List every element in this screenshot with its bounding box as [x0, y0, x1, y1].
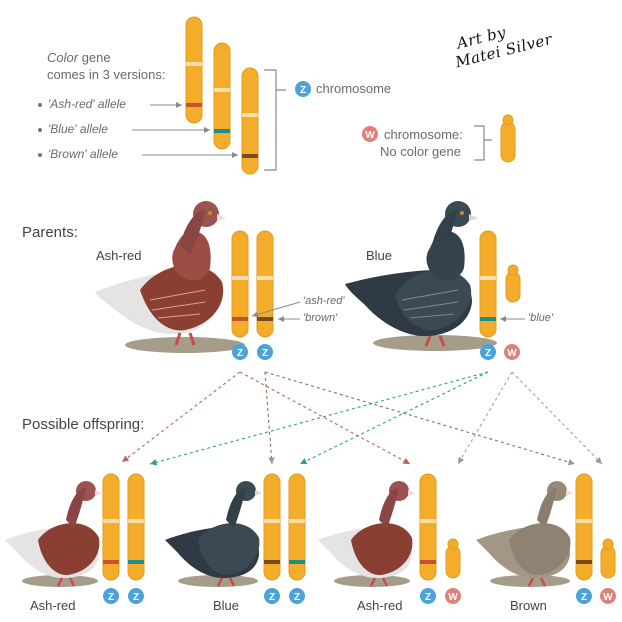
offspring-4-name: Brown — [510, 598, 547, 613]
offspring-2-chromosomes — [263, 473, 306, 581]
offspring-4-badge-2 — [600, 588, 616, 604]
offspring-1-letter-1: Z — [108, 592, 114, 603]
offspring-4-badge-1 — [576, 588, 592, 604]
legend-intro-rest: gene — [78, 50, 111, 65]
inheritance-arrows — [121, 371, 603, 466]
offspring-heading: Possible offspring: — [22, 416, 145, 433]
parent-blue-w-letter: W — [507, 348, 517, 359]
allele-label-brown: 'Brown' allele — [48, 147, 118, 161]
legend-z-label: chromosome — [316, 81, 392, 96]
offspring-3-name: Ash-red — [357, 598, 403, 613]
parent-blue-allele-label: 'blue' — [528, 312, 553, 324]
offspring-3-letter-2: W — [448, 592, 458, 603]
legend-w-label: chromosome: No color gene — [380, 126, 463, 160]
allele-bullet-1 — [38, 103, 42, 107]
legend-w-badge — [362, 126, 378, 142]
offspring-1-pigeon — [5, 481, 102, 587]
legend-chromosome-ash-red — [185, 16, 203, 124]
parent-ash-red-z-letter-2: Z — [262, 348, 268, 359]
legend-intro: Color gene comes in 3 versions: — [47, 49, 166, 83]
offspring-4-letter-2: W — [603, 592, 613, 603]
parent-ash-red-z-letter-1: Z — [237, 348, 243, 359]
offspring-2-pigeon — [165, 481, 262, 587]
offspring-4-pigeon — [476, 481, 573, 587]
allele-label-ash-red: 'Ash-red' allele — [48, 97, 126, 111]
legend-w-letter: W — [365, 130, 375, 141]
offspring-1-chromosomes — [102, 473, 145, 581]
parent-blue-z-letter: Z — [485, 348, 491, 359]
offspring-3-pigeon — [318, 481, 415, 587]
parent-ash-red-allele-label: 'ash-red' — [303, 295, 345, 307]
parent-ash-red-pigeon — [95, 201, 245, 353]
legend-chromosomes — [132, 16, 286, 175]
offspring-4-chromosomes — [575, 473, 616, 581]
offspring-2-name: Blue — [213, 598, 240, 613]
legend-intro-word: Color — [47, 50, 79, 65]
allele-label-blue: 'Blue' allele — [48, 122, 108, 136]
parent-blue-pigeon — [345, 201, 497, 351]
offspring-1-badge-1 — [103, 588, 119, 604]
parents-heading: Parents: — [22, 224, 78, 241]
offspring-3-chromosomes — [419, 473, 461, 581]
legend-intro-line2: comes in 3 versions: — [47, 67, 166, 82]
legend-z-letter: Z — [300, 85, 306, 96]
offspring-3-letter-1: Z — [425, 592, 431, 603]
offspring-3-badge-2 — [445, 588, 461, 604]
parent-ash-red-name: Ash-red — [96, 248, 142, 263]
parent-blue-w-badge — [504, 344, 520, 360]
parent-blue-chromosomes — [479, 230, 521, 338]
allele-bullet-2 — [38, 128, 42, 132]
legend-w-label-line2: No color gene — [380, 144, 461, 159]
parent-brown-allele-label: 'brown' — [303, 312, 338, 324]
legend-w-chromosome — [500, 114, 516, 163]
legend-chromosome-brown — [241, 67, 259, 175]
offspring-2-letter-1: Z — [269, 592, 275, 603]
offspring-1-letter-2: Z — [133, 592, 139, 603]
parent-blue-z-badge — [480, 344, 496, 360]
offspring-2-letter-2: Z — [294, 592, 300, 603]
offspring-1-name: Ash-red — [30, 598, 76, 613]
parent-blue-name: Blue — [366, 248, 393, 263]
parent-ash-red-z-badge-2 — [257, 344, 273, 360]
offspring-2-badge-2 — [289, 588, 305, 604]
parent-ash-red-chromosomes — [231, 230, 274, 338]
parent-ash-red-z-badge-1 — [232, 344, 248, 360]
legend-z-badge — [295, 81, 311, 97]
offspring-4-letter-1: Z — [581, 592, 587, 603]
offspring-2-badge-1 — [264, 588, 280, 604]
legend-chromosome-blue — [213, 42, 231, 150]
allele-bullet-3 — [38, 153, 42, 157]
offspring-3-badge-1 — [420, 588, 436, 604]
offspring-1-badge-2 — [128, 588, 144, 604]
legend-w-label-line1: chromosome: — [384, 127, 463, 142]
